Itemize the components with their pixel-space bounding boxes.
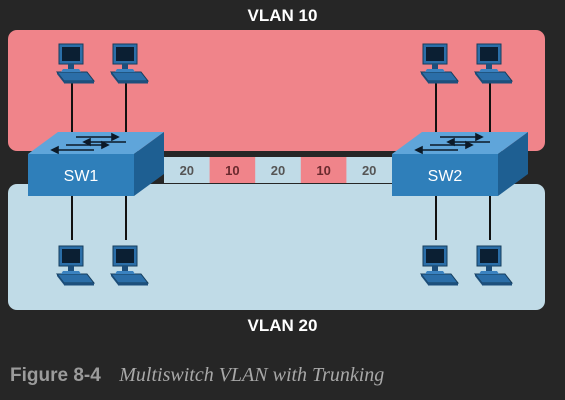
- vlan-10-region: [8, 30, 545, 151]
- switch-front: [392, 154, 498, 196]
- trunk-link: 20 10 20 10 20: [164, 157, 393, 183]
- switch-sw2: SW2: [392, 132, 528, 196]
- switch-side: [134, 132, 164, 196]
- switch-side: [498, 132, 528, 196]
- vlan-20-label: VLAN 20: [247, 316, 318, 335]
- switch-label-sw1: SW1: [64, 168, 99, 185]
- trunk-segment-label: 10: [225, 163, 239, 178]
- trunk-segment-vlan-20: [164, 157, 211, 183]
- vlan-20-region: [8, 184, 545, 310]
- vlan-10-label: VLAN 10: [247, 6, 318, 25]
- trunk-segment-label: 20: [362, 163, 376, 178]
- trunk-segment-vlan-10: [300, 157, 347, 183]
- switch-front: [28, 154, 134, 196]
- figure-title: Multiswitch VLAN with Trunking: [119, 364, 385, 386]
- trunk-segment-label: 20: [180, 163, 194, 178]
- trunk-segment-label: 10: [316, 163, 330, 178]
- figure-caption: Figure 8-4 Multiswitch VLAN with Trunkin…: [10, 364, 384, 387]
- switch-icon: [392, 132, 528, 154]
- trunk-segment-label: 20: [271, 163, 285, 178]
- figure-number: Figure 8-4: [10, 365, 101, 386]
- trunk-segment-vlan-10: [209, 157, 256, 183]
- switch-icon: [28, 132, 164, 154]
- trunk-segment-vlan-20: [255, 157, 302, 183]
- switch-label-sw2: SW2: [428, 168, 463, 185]
- network-diagram: 20 10 20 10 20 SW1 SW2: [8, 30, 545, 310]
- trunk-segment-vlan-20: [346, 157, 393, 183]
- switch-sw1: SW1: [28, 132, 164, 196]
